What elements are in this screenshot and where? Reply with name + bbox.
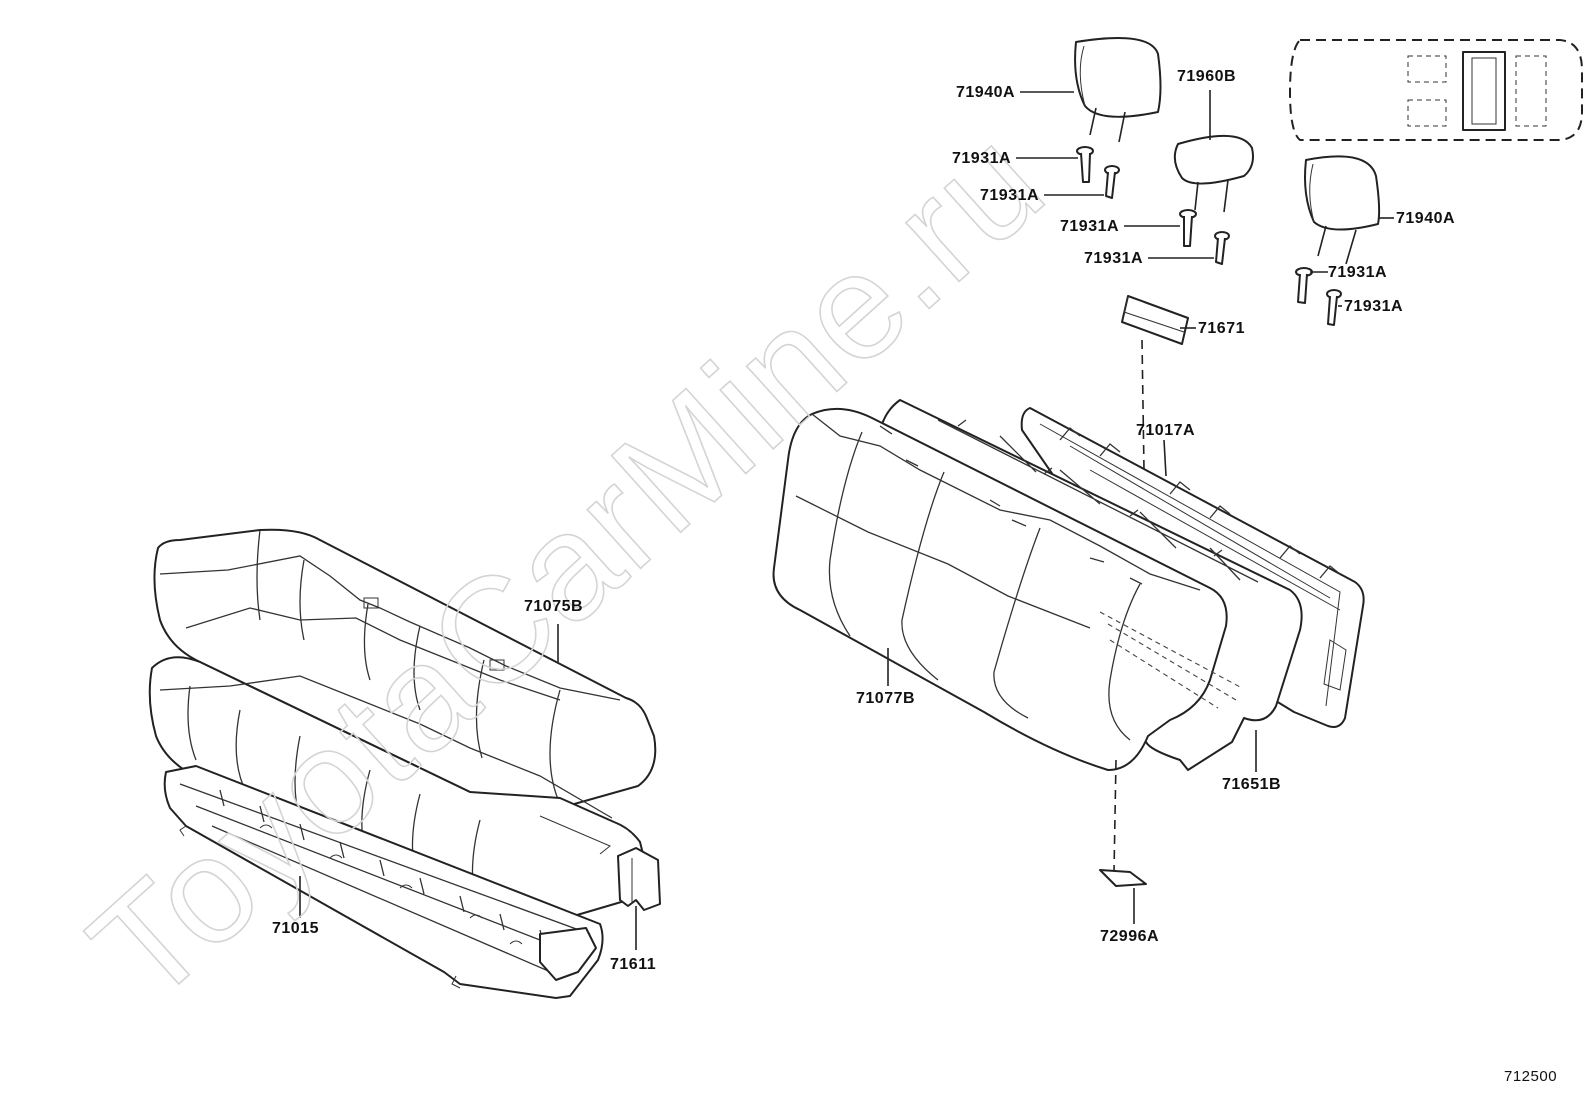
label-seatback-board: 71651B xyxy=(1222,776,1282,793)
label-cushion-cover: 71075B xyxy=(524,598,584,615)
label-headrest-center: 71960B xyxy=(1177,68,1237,85)
label-guide-2: 71931A xyxy=(980,187,1040,204)
cushion-pad xyxy=(148,656,646,922)
vehicle-location-inset xyxy=(1289,39,1583,141)
headrest-outer-right xyxy=(1304,155,1381,265)
label-cushion-side-board: 71611 xyxy=(610,956,657,973)
headrest-guide-5 xyxy=(1295,267,1313,304)
plate xyxy=(1099,869,1147,887)
label-guide-6: 71931A xyxy=(1344,298,1404,315)
headrest-guides xyxy=(1076,146,1342,326)
headrest-guide-4 xyxy=(1214,231,1230,265)
headrest-guide-3 xyxy=(1179,209,1197,247)
label-guide-3: 71931A xyxy=(1060,218,1120,235)
cushion-side-board xyxy=(617,847,661,911)
seatback-cover xyxy=(772,407,1243,771)
cushion-cover xyxy=(153,528,657,810)
cushion-frame xyxy=(163,765,604,999)
label-seatback-cover: 71077B xyxy=(856,690,916,707)
label-headrest-outer-left: 71940A xyxy=(956,84,1016,101)
center-cover xyxy=(1121,295,1189,345)
label-guide-1: 71931A xyxy=(952,150,1012,167)
label-guide-4: 71931A xyxy=(1084,250,1144,267)
headrest-outer-left xyxy=(1074,37,1162,143)
headrest-guide-1 xyxy=(1076,146,1094,183)
label-plate: 72996A xyxy=(1100,928,1160,945)
diagram-code: 712500 xyxy=(1504,1068,1558,1085)
headrest-guide-2 xyxy=(1104,165,1120,199)
label-headrest-outer-right: 71940A xyxy=(1396,210,1456,227)
leader-lines xyxy=(299,90,1394,950)
label-seatback-frame: 71017A xyxy=(1136,422,1196,439)
headrest-center xyxy=(1173,135,1254,213)
label-cushion-frame: 71015 xyxy=(272,920,319,937)
headrest-guide-6 xyxy=(1326,289,1342,326)
label-center-cover: 71671 xyxy=(1198,320,1245,337)
label-guide-5: 71931A xyxy=(1328,264,1388,281)
